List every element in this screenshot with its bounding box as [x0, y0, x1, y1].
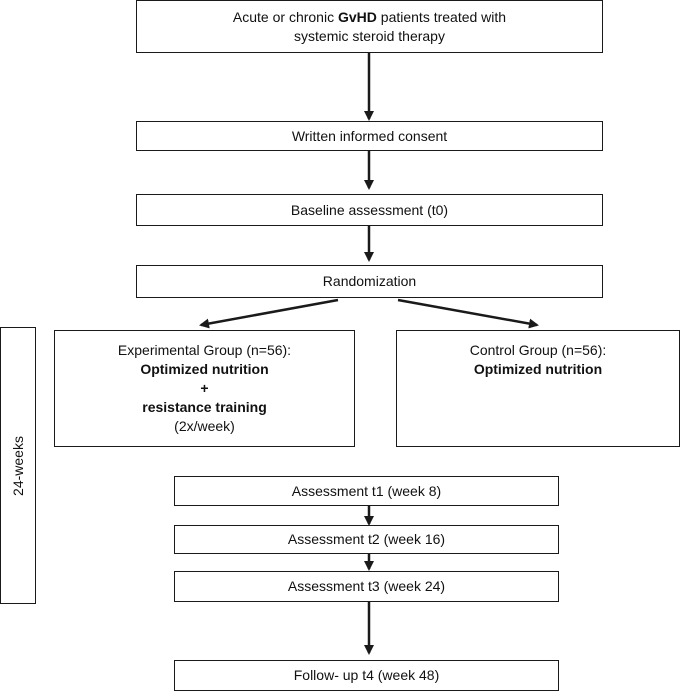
arrow-randomization-to-experimental [199, 298, 339, 329]
followup-t4-label: Follow- up t4 (week 48) [293, 667, 440, 683]
assessment-t2-box: Assessment t2 (week 16) [174, 525, 559, 554]
eligibility-box: Acute or chronic GvHD patients treated w… [136, 0, 603, 53]
duration-side-label: 24-weeks [0, 327, 36, 604]
control-group-box: Control Group (n=56): Optimized nutritio… [396, 330, 680, 447]
eligibility-line-2: systemic steroid therapy [294, 27, 445, 44]
consent-box: Written informed consent [136, 121, 603, 151]
assessment-t1-box: Assessment t1 (week 8) [174, 476, 559, 506]
experimental-plus: + [200, 380, 209, 396]
experimental-frequency: (2x/week) [174, 418, 235, 434]
randomization-label: Randomization [322, 273, 417, 289]
duration-label-text: 24-weeks [10, 435, 27, 496]
experimental-group-box: Experimental Group (n=56): Optimized nut… [54, 330, 355, 447]
control-title: Control Group (n=56): [469, 342, 607, 358]
assessment-t3-label: Assessment t3 (week 24) [287, 578, 446, 594]
experimental-title: Experimental Group (n=56): [117, 342, 292, 358]
arrow-randomization-to-control [397, 298, 539, 329]
baseline-label: Baseline assessment (t0) [290, 201, 449, 218]
followup-t4-box: Follow- up t4 (week 48) [174, 660, 559, 691]
experimental-intervention-1: Optimized nutrition [140, 361, 269, 377]
assessment-t2-label: Assessment t2 (week 16) [287, 531, 446, 547]
consent-label: Written informed consent [291, 127, 448, 144]
assessment-t3-box: Assessment t3 (week 24) [174, 571, 559, 602]
baseline-box: Baseline assessment (t0) [136, 194, 603, 226]
experimental-intervention-2: resistance training [142, 399, 267, 415]
randomization-box: Randomization [136, 265, 603, 298]
gvhd-term: GvHD [337, 8, 377, 25]
eligibility-line-1: Acute or chronic GvHD patients treated w… [232, 8, 507, 25]
control-intervention: Optimized nutrition [473, 361, 603, 377]
assessment-t1-label: Assessment t1 (week 8) [291, 482, 442, 499]
